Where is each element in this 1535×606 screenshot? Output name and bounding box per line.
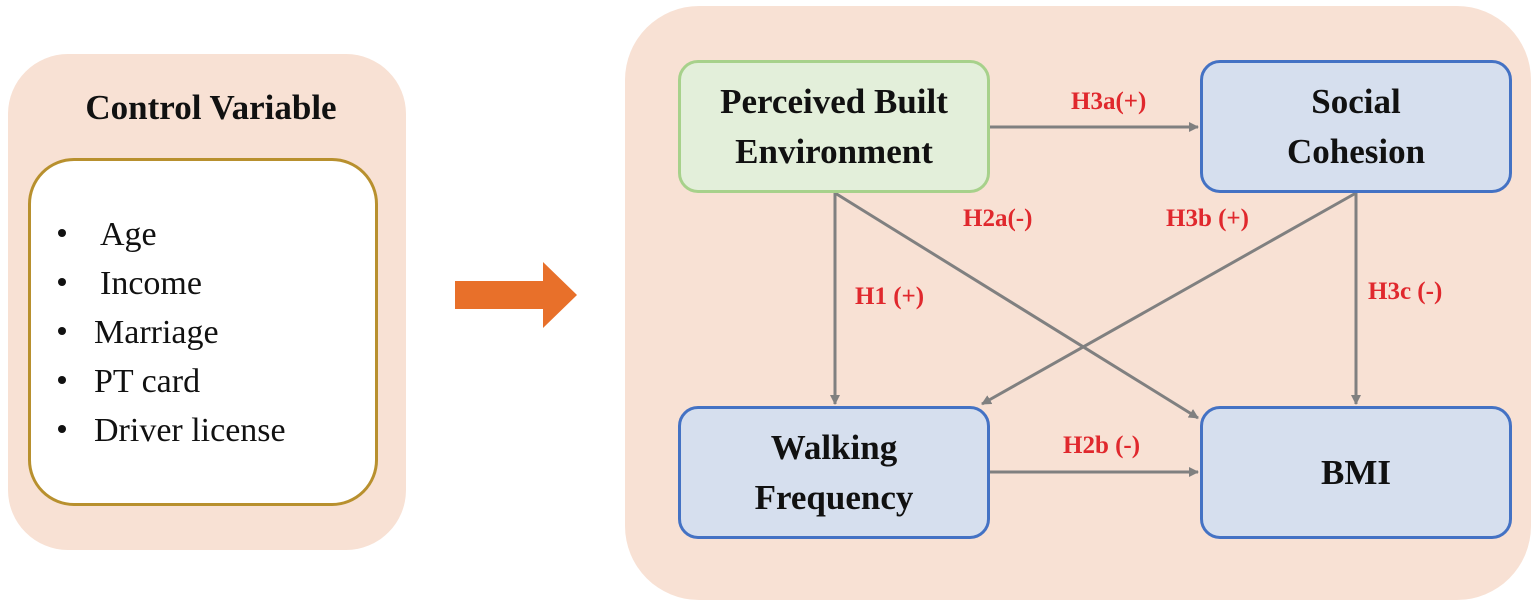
arrow-h3b [981, 191, 1357, 406]
label-h1: H1 (+) [855, 283, 925, 310]
node-label-line: Walking [770, 427, 898, 467]
label-h2b: H2b (-) [1063, 432, 1141, 459]
node-perceived-built-environment: Perceived Built Environment [678, 60, 990, 193]
bullet-icon [58, 327, 66, 336]
control-variable-title: Control Variable [85, 88, 337, 127]
control-variable-list-box [28, 158, 378, 506]
label-h3c: H3c (-) [1368, 278, 1443, 305]
control-item-label: Marriage [94, 314, 219, 351]
node-label-line: Cohesion [1286, 131, 1426, 171]
control-item-pt-card: PT card [58, 363, 200, 401]
arrow-h2a [834, 191, 1199, 420]
control-item-driver-license: Driver license [58, 412, 286, 450]
control-item-marriage: Marriage [58, 314, 219, 352]
label-h3a: H3a(+) [1071, 88, 1147, 115]
node-label-line: Environment [735, 131, 933, 171]
label-h3b: H3b (+) [1166, 205, 1249, 232]
control-item-label: Income [100, 265, 202, 302]
right-arrow-icon [455, 262, 577, 328]
bullet-icon [58, 278, 66, 287]
control-item-income: Income [58, 265, 202, 303]
node-social-cohesion: Social Cohesion [1200, 60, 1512, 193]
node-bmi: BMI [1200, 406, 1512, 539]
control-item-label: Driver license [94, 412, 286, 449]
node-label-line: Perceived Built [720, 81, 948, 121]
bullet-icon [58, 425, 66, 434]
node-label-line: BMI [1321, 452, 1391, 492]
node-walking-frequency: Walking Frequency [678, 406, 990, 539]
node-label-line: Frequency [754, 477, 914, 517]
node-label-line: Social [1311, 81, 1401, 121]
bullet-icon [58, 229, 66, 238]
control-item-label: PT card [94, 363, 201, 400]
bullet-icon [58, 376, 66, 385]
control-item-label: Age [100, 216, 157, 253]
label-h2a: H2a(-) [963, 205, 1033, 232]
control-item-age: Age [58, 216, 157, 254]
